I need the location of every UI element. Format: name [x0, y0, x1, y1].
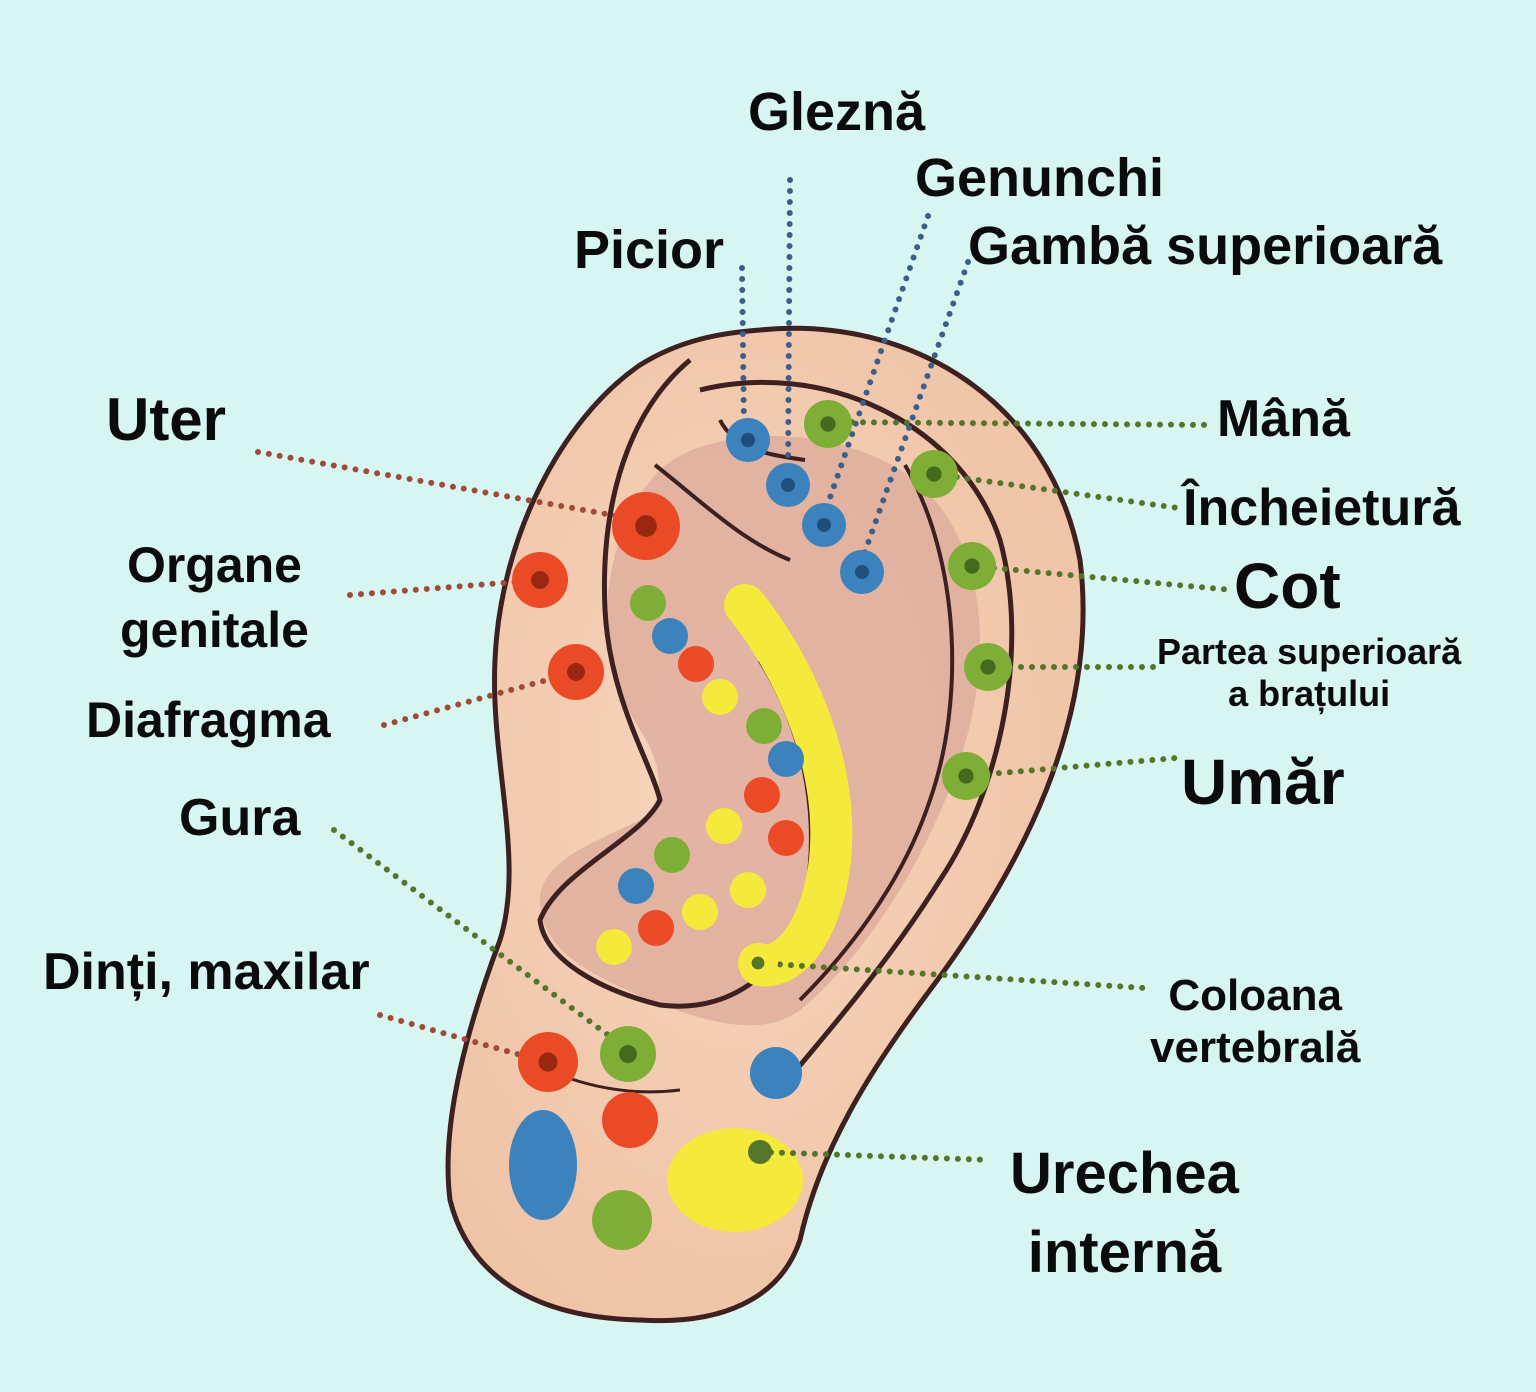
label-coloana-line1: Coloana — [1168, 971, 1342, 1020]
fold-line — [653, 463, 791, 562]
helix-inner-line — [798, 463, 955, 1002]
point-mana-center — [820, 416, 836, 432]
point-cluster — [730, 872, 766, 908]
label-diafragma: Diafragma — [86, 692, 331, 748]
label-urechea-interna: Urechea internă — [1010, 1135, 1239, 1293]
leader-gura — [331, 827, 631, 1053]
point-cot-center — [964, 558, 980, 574]
point-cluster — [768, 820, 804, 856]
point-dinti-center — [538, 1052, 558, 1072]
leader-gamba — [859, 259, 971, 563]
label-cot: Cot — [1234, 550, 1341, 622]
lobe-blue-zone — [509, 1110, 577, 1220]
label-organe-line1: Organe — [126, 537, 302, 593]
leader-diafragma — [381, 669, 579, 728]
leader-mana — [827, 419, 1215, 428]
leader-umar — [963, 755, 1179, 779]
leader-organe — [347, 577, 543, 598]
label-coloana-vertebrala: Coloana vertebrală — [1150, 970, 1360, 1074]
label-umar: Umăr — [1181, 746, 1345, 818]
point-cluster — [682, 894, 718, 930]
leader-glezna — [785, 177, 793, 473]
leader-dinti — [377, 1012, 548, 1065]
point-cluster — [678, 646, 714, 682]
point-cluster — [768, 741, 804, 777]
leader-picior — [739, 265, 747, 428]
label-partea-superioara: Partea superioară a brațului — [1157, 631, 1461, 716]
inner-ear-zone — [667, 1128, 803, 1232]
point-urechea — [748, 1140, 772, 1164]
point-cluster — [618, 868, 654, 904]
point-cluster — [638, 910, 674, 946]
leader-coloana — [755, 960, 1148, 991]
label-dinti-maxilar: Dinți, maxilar — [43, 943, 370, 1001]
point-lobe-blue — [750, 1047, 802, 1099]
label-coloana-line2: vertebrală — [1150, 1022, 1361, 1072]
point-cluster — [630, 585, 666, 621]
point-picior-center — [740, 432, 756, 448]
helix-rim-line — [699, 379, 1015, 1097]
point-cluster — [744, 777, 780, 813]
spine-curve — [724, 584, 853, 987]
point-cluster — [652, 618, 688, 654]
point-cluster — [746, 708, 782, 744]
point-coloana-center — [751, 956, 765, 970]
label-partea-line1: Partea superioară — [1157, 631, 1462, 672]
point-gura-center — [619, 1045, 637, 1063]
point-diafragma-center — [567, 663, 585, 681]
label-incheietura: Încheietură — [1183, 479, 1461, 537]
point-cluster — [702, 679, 738, 715]
label-mana: Mână — [1217, 390, 1350, 448]
label-picior: Picior — [574, 220, 725, 280]
label-urechea-line1: Urechea — [1010, 1141, 1239, 1206]
reflex-points — [512, 400, 1012, 1250]
point-cluster — [706, 808, 742, 844]
leader-lines — [255, 177, 1235, 1163]
point-gamba-center — [854, 564, 870, 580]
lobe-fold-line — [559, 1073, 681, 1094]
label-organe-line2: genitale — [120, 602, 309, 658]
point-organe-center — [531, 571, 549, 589]
leader-uter — [255, 449, 643, 523]
leader-cot — [969, 563, 1235, 593]
label-glezna: Gleznă — [748, 82, 926, 142]
point-partea-center — [980, 659, 996, 675]
point-uter-center — [635, 515, 657, 537]
point-incheietura-center — [926, 466, 942, 482]
point-lobe-green — [592, 1190, 652, 1250]
label-gamba-superioara: Gambă superioară — [968, 216, 1443, 276]
point-cluster — [596, 929, 632, 965]
point-umar-center — [958, 768, 974, 784]
label-uter: Uter — [106, 386, 227, 453]
label-gura: Gura — [179, 789, 301, 847]
label-organe-genitale: Organe genitale — [120, 533, 309, 663]
point-glezna-center — [780, 477, 796, 493]
label-genunchi: Genunchi — [915, 148, 1165, 208]
label-partea-line2: a brațului — [1228, 673, 1391, 715]
point-lobe-red — [602, 1092, 658, 1148]
leader-incheietura — [932, 471, 1181, 511]
point-genunchi-center — [816, 517, 832, 533]
leader-genunchi — [821, 213, 931, 518]
label-urechea-line2: internă — [1027, 1219, 1222, 1285]
point-cluster — [654, 837, 690, 873]
